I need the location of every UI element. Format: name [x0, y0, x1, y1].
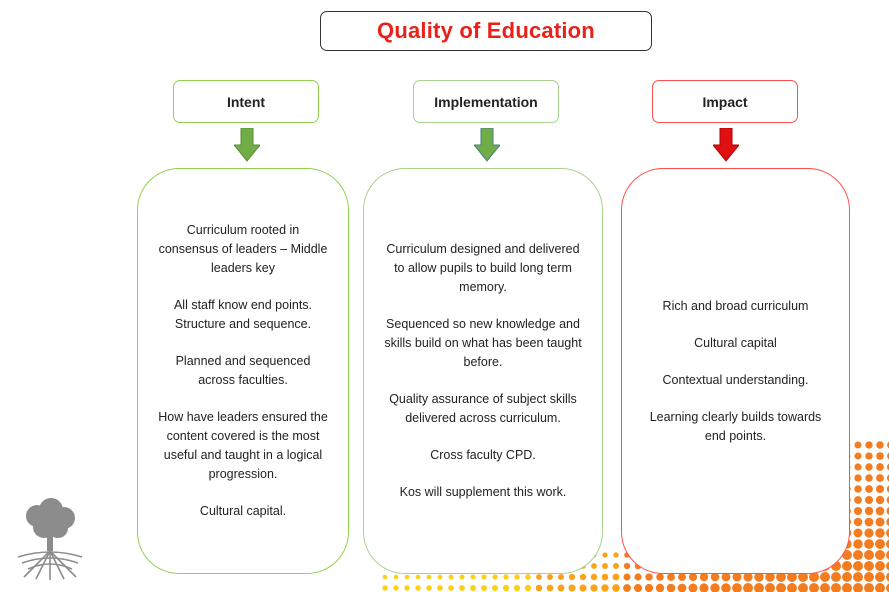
- intent-item: Curriculum rooted in consensus of leader…: [158, 223, 328, 275]
- implementation-item: Sequenced so new knowledge and skills bu…: [384, 317, 582, 369]
- implementation-item: Curriculum designed and delivered to all…: [386, 242, 580, 294]
- impact-item: Rich and broad curriculum: [662, 298, 809, 313]
- impact-item: Contextual understanding.: [662, 372, 809, 387]
- intent-header-label: Intent: [226, 93, 266, 110]
- tree-logo-icon: [17, 498, 83, 580]
- down-arrow-icon: [234, 128, 260, 162]
- impact-item: Learning clearly builds towards end poin…: [649, 409, 822, 443]
- intent-header-box: Intent: [173, 80, 319, 123]
- title-box: Quality of Education: [320, 11, 652, 51]
- page-title: Quality of Education: [377, 18, 595, 43]
- impact-item: Cultural capital: [694, 335, 777, 350]
- intent-item: How have leaders ensured the content cov…: [158, 410, 328, 481]
- implementation-header-box: Implementation: [413, 80, 559, 123]
- intent-item: Cultural capital.: [199, 504, 287, 518]
- impact-header-label: Impact: [702, 93, 748, 110]
- down-arrow-icon: [474, 128, 500, 162]
- impact-panel: Rich and broad curriculum Cultural capit…: [621, 168, 850, 574]
- intent-panel: Curriculum rooted in consensus of leader…: [137, 168, 349, 574]
- implementation-panel: Curriculum designed and delivered to all…: [363, 168, 603, 574]
- implementation-item: Quality assurance of subject skills deli…: [389, 392, 577, 425]
- impact-header-box: Impact: [652, 80, 798, 123]
- implementation-item: Cross faculty CPD.: [430, 448, 536, 462]
- intent-item: All staff know end points. Structure and…: [173, 298, 313, 331]
- intent-item: Planned and sequenced across faculties.: [175, 354, 311, 387]
- down-arrow-icon: [713, 128, 739, 162]
- implementation-item: Kos will supplement this work.: [399, 485, 567, 499]
- implementation-header-label: Implementation: [434, 93, 538, 110]
